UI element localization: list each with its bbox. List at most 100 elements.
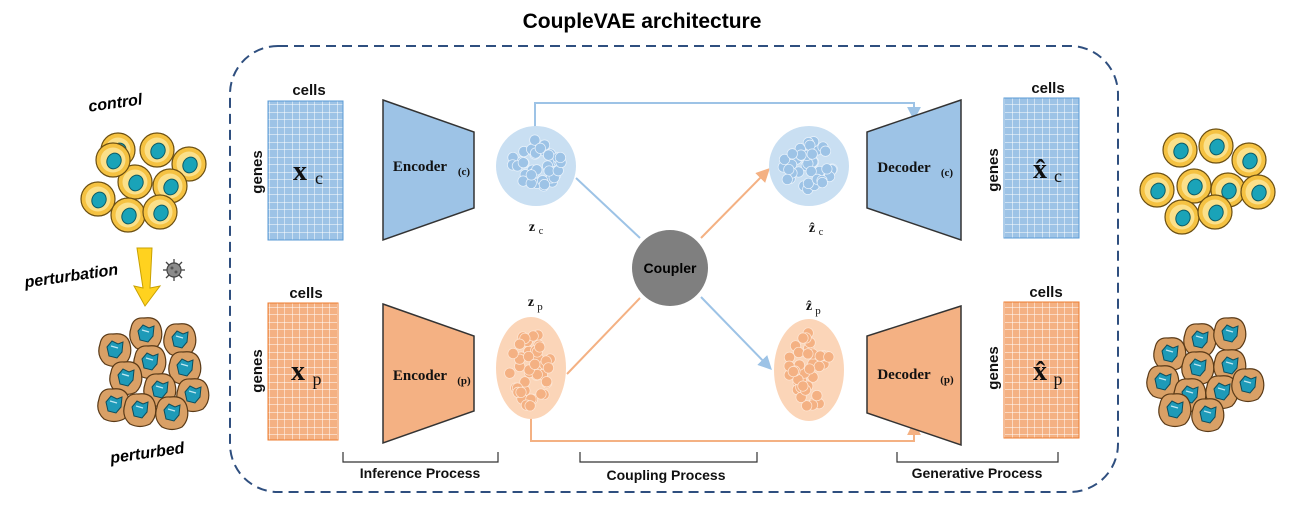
latent-zc-symbol: z: [529, 220, 535, 235]
latent-zp-hat-subscript: p: [815, 305, 821, 317]
control-cell: [80, 181, 116, 217]
matrix-xc-symbol: x: [293, 156, 307, 187]
latent-point: [813, 360, 825, 372]
coupler-to-zp-hat-arrow: [700, 296, 772, 371]
latent-point: [517, 157, 529, 169]
control-cell: [171, 146, 207, 182]
matrix-xp-symbol: x: [291, 356, 305, 387]
matrix-xp-hat-genes-label: genes: [985, 346, 1002, 389]
latent-point: [801, 400, 813, 412]
latent-point: [787, 366, 799, 378]
latent-point: [515, 386, 527, 398]
latent-point: [781, 173, 793, 185]
control-cell: [1139, 172, 1175, 208]
latent-point: [778, 153, 791, 166]
latent-point: [514, 338, 526, 350]
latent-zc-subscript: c: [539, 226, 544, 237]
latent-point: [797, 332, 809, 344]
control-cell-cluster: [80, 132, 207, 233]
control-cell: [117, 164, 153, 200]
latent-point: [519, 376, 531, 388]
latent-zp-hat-points: [783, 327, 835, 412]
control-cell: [1231, 142, 1267, 178]
latent-point: [554, 151, 566, 164]
perturbed-cell-cluster-left: [97, 317, 210, 431]
control-label: control: [87, 91, 144, 115]
control-cell: [142, 194, 178, 230]
latent-point: [534, 142, 546, 154]
decoder-c-block: Decoder (c): [866, 98, 962, 242]
perturbed-cell: [129, 317, 163, 352]
latent-point: [797, 380, 809, 392]
zp-to-decoder-p-skip-arrow: [530, 418, 921, 442]
coupler-node: Coupler: [632, 230, 708, 306]
latent-zp-hat: ẑ p: [774, 299, 844, 421]
matrix-xp-genes-label: genes: [249, 349, 266, 392]
latent-point: [538, 179, 550, 191]
latent-point: [804, 363, 816, 375]
coupling-process-bracket: Coupling Process: [579, 452, 758, 483]
latent-zp-points: [504, 329, 556, 412]
latent-point: [543, 149, 555, 161]
latent-point: [541, 376, 553, 388]
control-cell: [139, 132, 175, 168]
latent-point: [805, 165, 817, 177]
decoder-c-label: Decoder: [877, 160, 931, 176]
latent-point: [823, 351, 835, 363]
perturbed-cell: [97, 388, 131, 423]
perturbed-cell: [155, 396, 189, 431]
latent-point: [534, 341, 546, 353]
latent-point: [529, 358, 541, 370]
latent-zp-subscript: p: [537, 301, 543, 313]
perturbed-cell: [123, 393, 157, 428]
latent-point: [821, 163, 833, 175]
control-cell: [1164, 199, 1200, 235]
matrix-xp-hat-subscript: p: [1054, 369, 1063, 389]
perturbed-cell: [1158, 393, 1192, 428]
diagram-title: CoupleVAE architecture: [523, 10, 762, 33]
control-cell: [1198, 128, 1234, 164]
latent-point: [793, 346, 805, 358]
matrix-xc-hat: cells genes x̂ c: [985, 80, 1080, 239]
encoder-p-subscript: (p): [457, 375, 471, 387]
matrix-xp-hat-cells-label: cells: [1029, 284, 1062, 301]
perturbed-cell: [1213, 317, 1247, 352]
perturbed-cell: [1183, 323, 1217, 358]
encoder-p-block: Encoder (p): [382, 302, 475, 445]
matrix-xp-cells-label: cells: [289, 285, 322, 302]
encoder-c-label: Encoder: [393, 159, 448, 175]
latent-point: [542, 362, 554, 374]
matrix-xp-subscript: p: [313, 369, 322, 389]
matrix-xp-hat-symbol: x̂: [1033, 356, 1047, 387]
decoder-c-subscript: (c): [941, 167, 954, 179]
coupler-to-zc-hat-arrow: [700, 168, 770, 239]
zc-to-coupler-line: [575, 177, 641, 239]
latent-zp-symbol: z: [528, 295, 534, 310]
decoder-p-subscript: (p): [940, 374, 954, 386]
perturbed-cell: [1191, 398, 1225, 433]
latent-point: [535, 388, 547, 400]
encoder-p-label: Encoder: [393, 368, 448, 384]
latent-point: [802, 348, 814, 360]
matrix-xc-genes-label: genes: [249, 150, 266, 193]
latent-point: [816, 177, 828, 189]
zp-to-coupler-line: [566, 297, 641, 375]
latent-point: [529, 134, 541, 146]
matrix-xc: cells genes x c: [249, 82, 344, 241]
latent-zc-points: [507, 134, 567, 192]
perturbed-cell: [98, 333, 132, 368]
matrix-xp-hat: cells genes x̂ p: [985, 284, 1080, 439]
perturbation-label: perturbation: [23, 262, 120, 292]
latent-point: [819, 145, 832, 157]
latent-zc-hat: ẑ c: [769, 126, 849, 238]
encoder-c-block: Encoder (c): [382, 98, 475, 242]
control-cell: [110, 197, 146, 233]
latent-point: [504, 367, 516, 379]
latent-zp-hat-symbol: ẑ: [806, 299, 812, 314]
matrix-xc-cells-label: cells: [292, 82, 325, 99]
matrix-xc-hat-symbol: x̂: [1033, 154, 1047, 185]
coupling-process-label: Coupling Process: [606, 467, 725, 483]
latent-zc-hat-symbol: ẑ: [809, 221, 815, 236]
latent-point: [524, 400, 536, 412]
